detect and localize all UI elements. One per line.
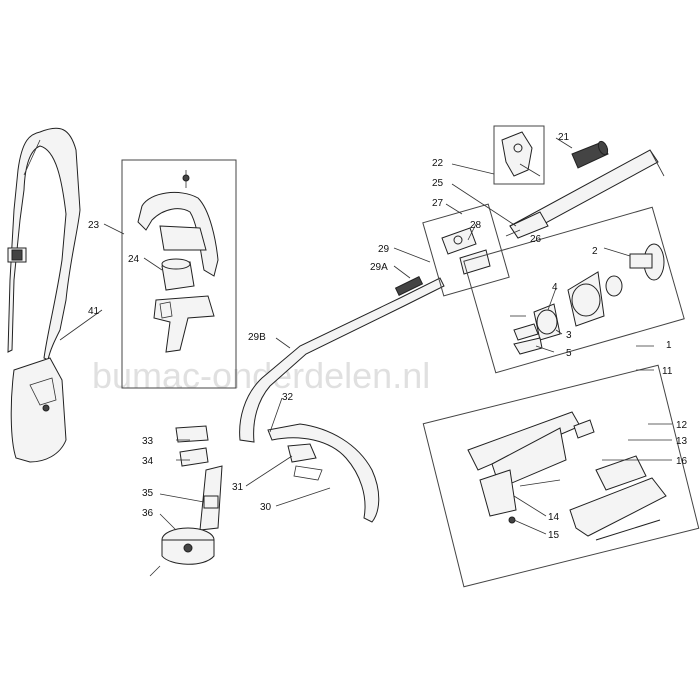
handle-group-box [121, 159, 237, 389]
part-label-4: 4 [552, 282, 558, 293]
part-label-16: 16 [676, 456, 688, 467]
part-label-28: 28 [470, 220, 482, 231]
handle-sleeve [161, 258, 195, 291]
clutch-group-box [463, 206, 685, 374]
part-label-3: 3 [566, 330, 572, 341]
part-label-36: 36 [142, 508, 154, 519]
part-label-11: 11 [662, 366, 673, 377]
part-label-14: 14 [548, 512, 560, 523]
part-label-2: 2 [592, 246, 598, 257]
shoulder-strap [7, 127, 81, 463]
part-label-30: 30 [260, 502, 272, 513]
front-handle [137, 170, 219, 277]
part-label-21: 21 [558, 132, 570, 143]
part-label-29b: 29B [248, 332, 266, 343]
upper-clamp [501, 131, 541, 177]
part-label-12: 12 [676, 420, 688, 431]
part-label-5: 5 [566, 348, 572, 359]
grip-sleeve [571, 140, 609, 169]
leader-lines [59, 137, 672, 577]
part-label-29: 29 [378, 244, 390, 255]
part-label-23: 23 [88, 220, 100, 231]
part-label-22: 22 [432, 158, 444, 169]
part-labels: 23 41 24 21 22 25 27 28 26 29 29A 29B 2 … [88, 132, 688, 541]
part-label-31: 31 [232, 482, 244, 493]
part-label-41: 41 [88, 306, 100, 317]
part-label-13: 13 [676, 436, 688, 447]
part-label-29a: 29A [370, 262, 388, 273]
guard [267, 423, 380, 523]
part-label-34: 34 [142, 456, 154, 467]
clutch-parts [510, 243, 665, 355]
upper-clamp-box [493, 125, 545, 185]
part-label-26: 26 [530, 234, 542, 245]
upper-shaft [509, 149, 665, 239]
gear-head [161, 425, 223, 565]
handle-clamp [153, 295, 215, 353]
main-shaft [239, 276, 445, 443]
part-label-32: 32 [282, 392, 294, 403]
part-label-24: 24 [128, 254, 140, 265]
part-label-1: 1 [666, 340, 672, 351]
throttle-housing [467, 411, 667, 541]
part-label-15: 15 [548, 530, 560, 541]
part-label-27: 27 [432, 198, 444, 209]
part-label-33: 33 [142, 436, 154, 447]
throttle-group-box [422, 364, 700, 588]
part-label-35: 35 [142, 488, 154, 499]
part-label-25: 25 [432, 178, 444, 189]
mid-clamp-box [422, 203, 510, 297]
